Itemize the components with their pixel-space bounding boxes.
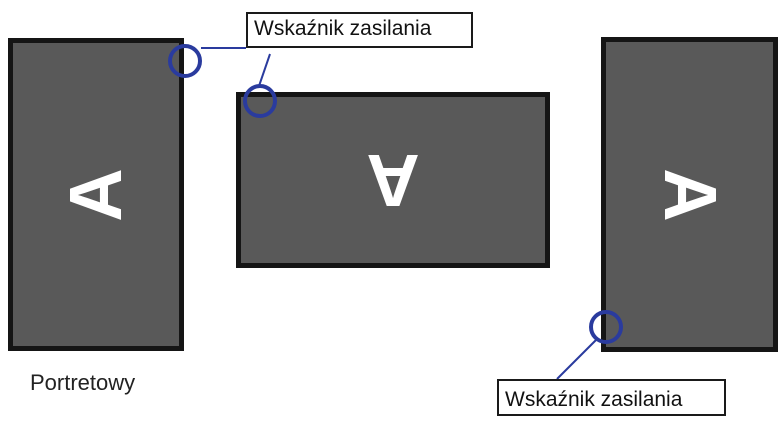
screen-landscape-center: A xyxy=(236,92,550,268)
leader-line-center xyxy=(258,53,271,87)
screen-letter-left: A xyxy=(54,167,137,222)
screen-letter-center: A xyxy=(366,139,420,222)
callout-power-indicator-bottom: Wskaźnik zasilania xyxy=(497,379,726,416)
callout-power-indicator-top: Wskaźnik zasilania xyxy=(246,12,473,48)
leader-line-bottom xyxy=(556,337,599,380)
caption-portrait: Portretowy xyxy=(30,370,136,395)
screen-portrait-left: A xyxy=(8,38,184,351)
screen-portrait-right: A xyxy=(601,37,778,352)
screen-letter-right: A xyxy=(648,167,732,222)
